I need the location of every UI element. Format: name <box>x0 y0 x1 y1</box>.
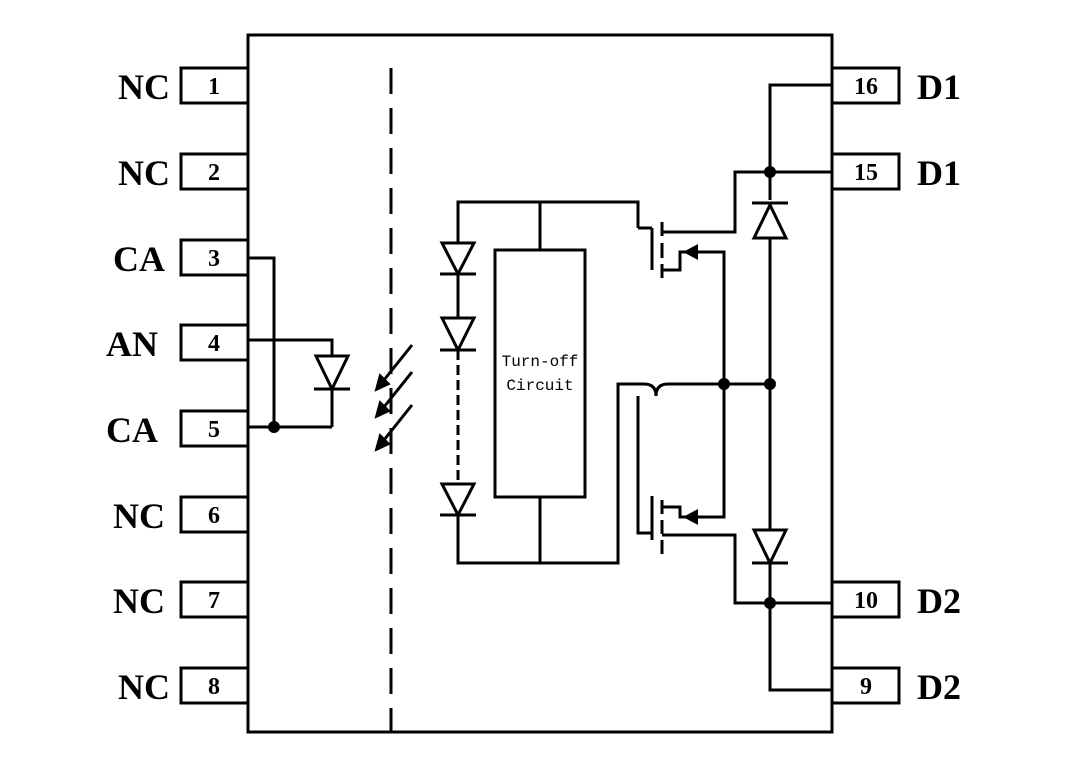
pin-label: NC <box>118 153 170 193</box>
pin-number: 2 <box>208 160 220 186</box>
pin-number: 4 <box>208 331 220 357</box>
junction-dot <box>764 597 776 609</box>
pin-box <box>179 666 250 705</box>
pin-box <box>830 666 901 705</box>
wire-gate-bottom <box>636 396 652 535</box>
pin-label: CA <box>106 410 158 450</box>
photodiode-icon <box>439 482 477 519</box>
pin-label: CA <box>113 239 165 279</box>
pin-number: 5 <box>208 417 220 443</box>
wire-pin3 <box>248 256 276 427</box>
input-led-circuit <box>248 256 351 433</box>
pin-2: 2 NC <box>118 152 250 193</box>
pin-8: 8 NC <box>118 666 250 707</box>
pin-label: NC <box>113 581 165 621</box>
wire-pin4 <box>248 338 334 356</box>
pin-box <box>179 152 250 191</box>
pin-label: D2 <box>917 581 961 621</box>
turnoff-line1: Turn-off <box>502 353 579 371</box>
junction-dot <box>764 378 776 390</box>
pin-box <box>179 409 250 448</box>
pin-number: 6 <box>208 503 220 529</box>
pin-number: 8 <box>208 674 220 700</box>
pin-7: 7 NC <box>113 580 250 621</box>
pin-number: 16 <box>854 74 878 100</box>
pin-16: 16 D1 <box>830 66 961 107</box>
pin-number: 15 <box>854 160 878 186</box>
pin-label: NC <box>118 667 170 707</box>
wire-crossover <box>620 382 770 397</box>
pin-10: 10 D2 <box>830 580 961 621</box>
pin-15: 15 D1 <box>830 152 961 193</box>
turnoff-circuit-block <box>493 248 587 499</box>
pin-box <box>830 580 901 619</box>
pin-box <box>830 152 901 191</box>
pin-box <box>830 66 901 105</box>
pin-number: 10 <box>854 588 878 614</box>
pin-5: 5 CA <box>106 409 250 450</box>
wire-pin9 <box>768 563 832 692</box>
pin-label: D1 <box>917 153 961 193</box>
pin-number: 7 <box>208 588 220 614</box>
pin-label: AN <box>106 324 158 364</box>
photovoltaic-stack: Turn-off Circuit <box>439 200 640 565</box>
photodiode-icon <box>439 316 477 354</box>
pin-label: NC <box>113 496 165 536</box>
photon-arrows-icon <box>372 330 398 352</box>
pin-box <box>179 66 250 105</box>
led-diode-icon <box>313 354 351 393</box>
turnoff-line2: Circuit <box>506 377 573 395</box>
body-diode-bottom-icon <box>751 528 789 567</box>
pin-label: NC <box>118 67 170 107</box>
light-arrows-icon <box>374 344 414 452</box>
pin-number: 3 <box>208 246 220 272</box>
pin-1: 1 NC <box>118 66 250 107</box>
pin-label: D2 <box>917 667 961 707</box>
wire-pin16 <box>768 83 832 200</box>
photodiode-icon <box>439 241 477 278</box>
wire-stack-top <box>456 200 640 243</box>
pin-box <box>179 323 250 362</box>
pin-6: 6 NC <box>113 495 250 536</box>
package-body <box>246 33 834 734</box>
junction-dot <box>764 166 776 178</box>
pin-box <box>179 495 250 534</box>
pin-label: D1 <box>917 67 961 107</box>
body-diode-top-icon <box>751 201 789 240</box>
pin-3: 3 CA <box>113 238 250 279</box>
output-rail <box>718 83 832 692</box>
mosfet-top-icon <box>650 170 770 384</box>
pin-number: 9 <box>860 674 872 700</box>
junction-dot <box>718 378 730 390</box>
pin-box <box>179 580 250 619</box>
pin-number: 1 <box>208 74 220 100</box>
pin-9: 9 D2 <box>830 666 961 707</box>
pin-4: 4 AN <box>106 323 250 364</box>
junction-dot <box>268 421 280 433</box>
mosfet-bottom-icon <box>650 384 770 605</box>
